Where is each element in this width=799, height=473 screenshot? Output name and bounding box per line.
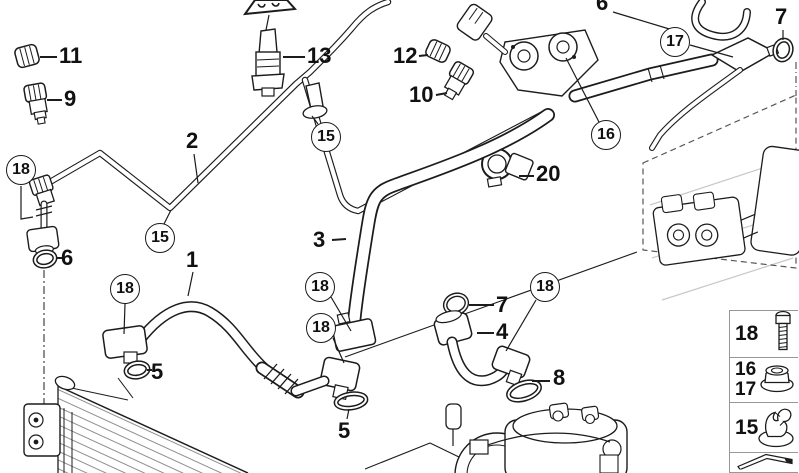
hose-1 — [134, 301, 330, 399]
circled-callout-18-mid-b: 18 — [306, 313, 336, 343]
circled-label: 16 — [597, 126, 615, 143]
clamp-20 — [481, 148, 534, 188]
compressor — [445, 402, 628, 473]
condenser-bracket — [23, 403, 61, 457]
clip-icon — [756, 402, 796, 453]
refrigerant-warning-triangle — [242, 0, 298, 31]
circled-callout-18-mid-a: 18 — [305, 272, 335, 302]
legend-label-17: 17 — [735, 379, 757, 400]
callout-1: 1 — [186, 247, 199, 272]
cap-11 — [14, 43, 40, 69]
hose-3 — [331, 108, 555, 352]
elbow-fitting-center — [319, 356, 369, 411]
callout-10: 10 — [409, 82, 434, 107]
callout-6-left: 6 — [61, 245, 74, 270]
circled-callout-15-left: 15 — [145, 223, 175, 253]
flange-nut-icon — [758, 363, 796, 398]
valve-9 — [23, 82, 48, 125]
callout-3: 3 — [313, 227, 326, 252]
callout-9: 9 — [64, 86, 77, 111]
expansion-valve-connector — [652, 145, 799, 266]
valve-10 — [443, 61, 475, 101]
left-service-valve — [26, 174, 60, 255]
callout-2: 2 — [186, 128, 199, 153]
legend-row-15: 15 — [730, 403, 798, 453]
double-pipe-junction — [456, 3, 599, 97]
callout-4: 4 — [496, 319, 509, 344]
legend-label-16-17: 16 17 — [730, 360, 756, 400]
inset-dashed-box — [642, 62, 797, 269]
callout-7-mid: 7 — [496, 292, 509, 317]
circled-label: 18 — [116, 280, 134, 297]
cap-12 — [425, 39, 451, 63]
circled-label: 18 — [311, 278, 329, 295]
hose-to-right-fitting — [568, 37, 780, 151]
circled-label: 18 — [536, 278, 554, 295]
callout-12: 12 — [393, 43, 418, 68]
elbow-fitting-left — [61, 325, 151, 401]
callout-6-top: 6 — [596, 0, 609, 15]
circled-callout-18-left: 18 — [110, 274, 140, 304]
legend-row-18: 18 — [730, 310, 798, 358]
circled-callout-18-topleft: 18 — [6, 155, 36, 185]
legend-label-18: 18 — [735, 322, 759, 345]
pressure-sensor-13 — [251, 28, 285, 97]
o-ring-7-top — [772, 37, 794, 63]
callout-11: 11 — [59, 43, 83, 68]
circled-label: 15 — [317, 128, 335, 145]
hose-4 — [433, 292, 542, 403]
legend-label-16: 16 — [735, 359, 757, 380]
legend-row-16-17: 16 17 — [730, 358, 798, 403]
legend-label-15: 15 — [735, 415, 759, 439]
circled-callout-18-right: 18 — [530, 272, 560, 302]
circled-label: 18 — [12, 161, 30, 178]
o-ring-6 — [32, 249, 58, 404]
pipe-valve-15 — [302, 82, 328, 119]
circled-callout-16: 16 — [591, 120, 621, 150]
callout-5-left: 5 — [151, 359, 164, 384]
circled-callout-17: 17 — [660, 27, 690, 57]
circled-label: 17 — [666, 33, 684, 50]
callout-7-top: 7 — [775, 4, 788, 29]
callout-20: 20 — [536, 161, 561, 186]
callout-8: 8 — [553, 365, 566, 390]
legend-row-arrow — [730, 453, 798, 472]
circled-callout-15-top: 15 — [311, 122, 341, 152]
leader-lines — [20, 11, 784, 420]
fastener-legend: 18 16 17 — [729, 310, 798, 473]
circled-label: 15 — [151, 229, 169, 246]
circled-label: 18 — [312, 319, 330, 336]
direction-arrow-icon — [736, 451, 794, 473]
pipe-2 — [46, 0, 549, 215]
bolt-icon — [770, 310, 796, 358]
condenser — [54, 375, 249, 473]
callout-13: 13 — [307, 43, 332, 68]
callout-5-center: 5 — [338, 418, 351, 443]
top-right-pipe-stub — [691, 0, 751, 41]
